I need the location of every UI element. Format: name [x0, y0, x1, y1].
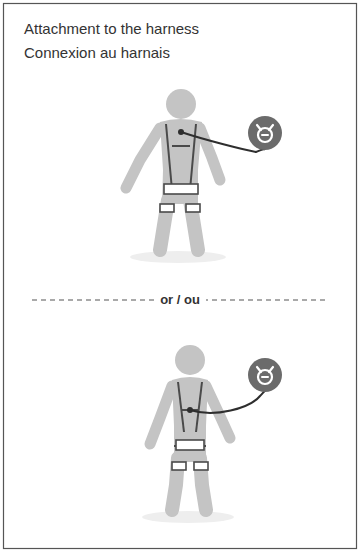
- title: Attachment to the harness: [24, 20, 199, 37]
- person-back: [126, 89, 226, 263]
- lanyard: [190, 391, 265, 413]
- title-translation: Connexion au harnais: [24, 44, 170, 61]
- person-front: [142, 345, 234, 523]
- separator-label: or / ou: [154, 292, 206, 307]
- frame: [4, 4, 357, 549]
